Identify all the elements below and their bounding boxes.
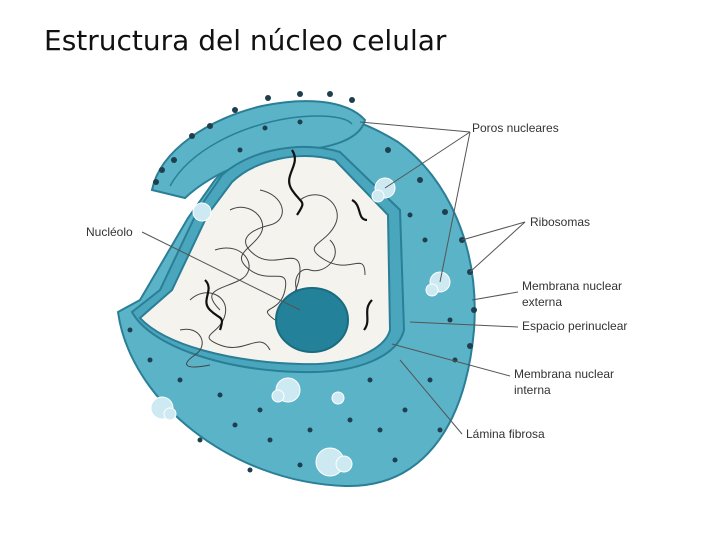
label-nucleolo: Nucléolo	[86, 225, 133, 239]
label-membrana-externa-1: Membrana nuclear	[522, 279, 622, 293]
leader-lines	[141, 121, 526, 435]
label-membrana-interna-1: Membrana nuclear	[514, 367, 614, 381]
chromatin	[179, 189, 366, 368]
ribosomes	[127, 91, 477, 473]
label-poros-nucleares: Poros nucleares	[472, 121, 559, 135]
label-membrana-externa-2: externa	[522, 295, 562, 309]
label-espacio-perinuclear: Espacio perinuclear	[522, 319, 627, 333]
heterochromatin	[204, 149, 373, 331]
label-lamina-fibrosa: Lámina fibrosa	[466, 427, 545, 441]
label-membrana-interna-2: interna	[514, 383, 551, 397]
er-flap-inner	[169, 115, 353, 187]
slide-title: Estructura del núcleo celular	[44, 24, 447, 57]
label-ribosomas: Ribosomas	[530, 215, 590, 229]
nucleolus	[275, 287, 349, 353]
